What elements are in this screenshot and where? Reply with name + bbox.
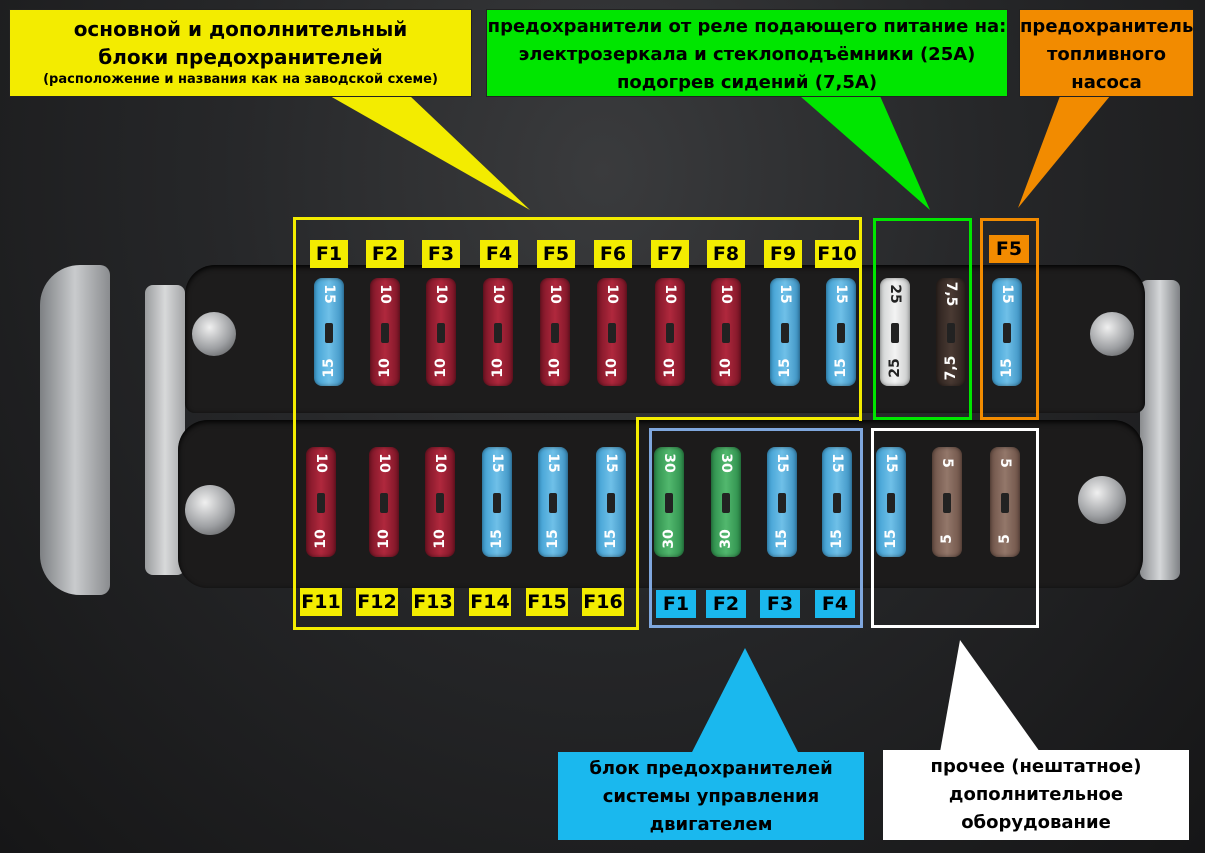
label-f7: F7 (651, 240, 689, 268)
label-f1: F1 (310, 240, 348, 268)
other-frame (871, 428, 1039, 628)
label-f6: F6 (594, 240, 632, 268)
main-block-frame-left (293, 417, 639, 630)
callout-main-block-line2: блоки предохранителей (98, 45, 383, 69)
callout-relay-line2: электрозеркала и стеклоподъёмники (25А) (518, 44, 976, 65)
callout-relay-line1: предохранители от реле подающего питание… (487, 16, 1007, 37)
engine-block-frame (649, 428, 863, 628)
label-f11: F11 (300, 588, 342, 616)
label-engine-f2: F2 (706, 590, 746, 618)
bolt-icon (192, 312, 236, 356)
callout-engine-line1: блок предохранителей (589, 758, 833, 779)
callout-engine-line2: системы управления (602, 786, 820, 807)
label-f4: F4 (480, 240, 518, 268)
callout-relay-fuses: предохранители от реле подающего питание… (486, 9, 1008, 97)
mount-bracket-right (1140, 280, 1180, 580)
main-block-frame-top (293, 217, 862, 421)
bolt-icon (185, 485, 235, 535)
label-f12: F12 (356, 588, 398, 616)
label-f3: F3 (422, 240, 460, 268)
label-engine-f4: F4 (815, 590, 855, 618)
callout-main-block: основной и дополнительный блоки предохра… (9, 9, 472, 97)
callout-main-block-note: (расположение и названия как на заводско… (43, 72, 438, 87)
bolt-icon (1078, 476, 1126, 524)
callout-fuel-pump-line1: предохранитель (1020, 16, 1194, 37)
label-f14: F14 (469, 588, 511, 616)
callout-fuel-pump-line3: насоса (1071, 72, 1142, 93)
label-f15: F15 (526, 588, 568, 616)
label-f10: F10 (815, 240, 859, 268)
callout-main-block-line1: основной и дополнительный (73, 17, 408, 41)
callout-engine-block: блок предохранителей системы управления … (558, 752, 864, 840)
relay-frame (873, 218, 972, 420)
callout-fuel-pump-line2: топливного (1047, 44, 1166, 65)
label-f9: F9 (764, 240, 802, 268)
dashboard-trim-left (40, 265, 110, 595)
label-f8: F8 (707, 240, 745, 268)
label-engine-f1: F1 (656, 590, 696, 618)
callout-other-equipment: прочее (нештатное) дополнительное оборуд… (883, 750, 1189, 840)
callout-fuel-pump: предохранитель топливного насоса (1019, 9, 1194, 97)
callout-other-line3: оборудование (961, 812, 1111, 833)
bolt-icon (1090, 312, 1134, 356)
callout-other-line2: дополнительное (948, 784, 1124, 805)
callout-engine-line3: двигателем (649, 814, 773, 835)
label-f5: F5 (537, 240, 575, 268)
callout-other-line1: прочее (нештатное) (930, 756, 1142, 777)
label-f16: F16 (582, 588, 624, 616)
main-block-frame-step (636, 417, 862, 420)
label-f13: F13 (412, 588, 454, 616)
label-f2: F2 (366, 240, 404, 268)
label-fuel-pump: F5 (989, 235, 1029, 263)
callout-relay-line3: подогрев сидений (7,5А) (616, 72, 878, 93)
fuel-pump-frame (980, 218, 1039, 420)
label-engine-f3: F3 (760, 590, 800, 618)
